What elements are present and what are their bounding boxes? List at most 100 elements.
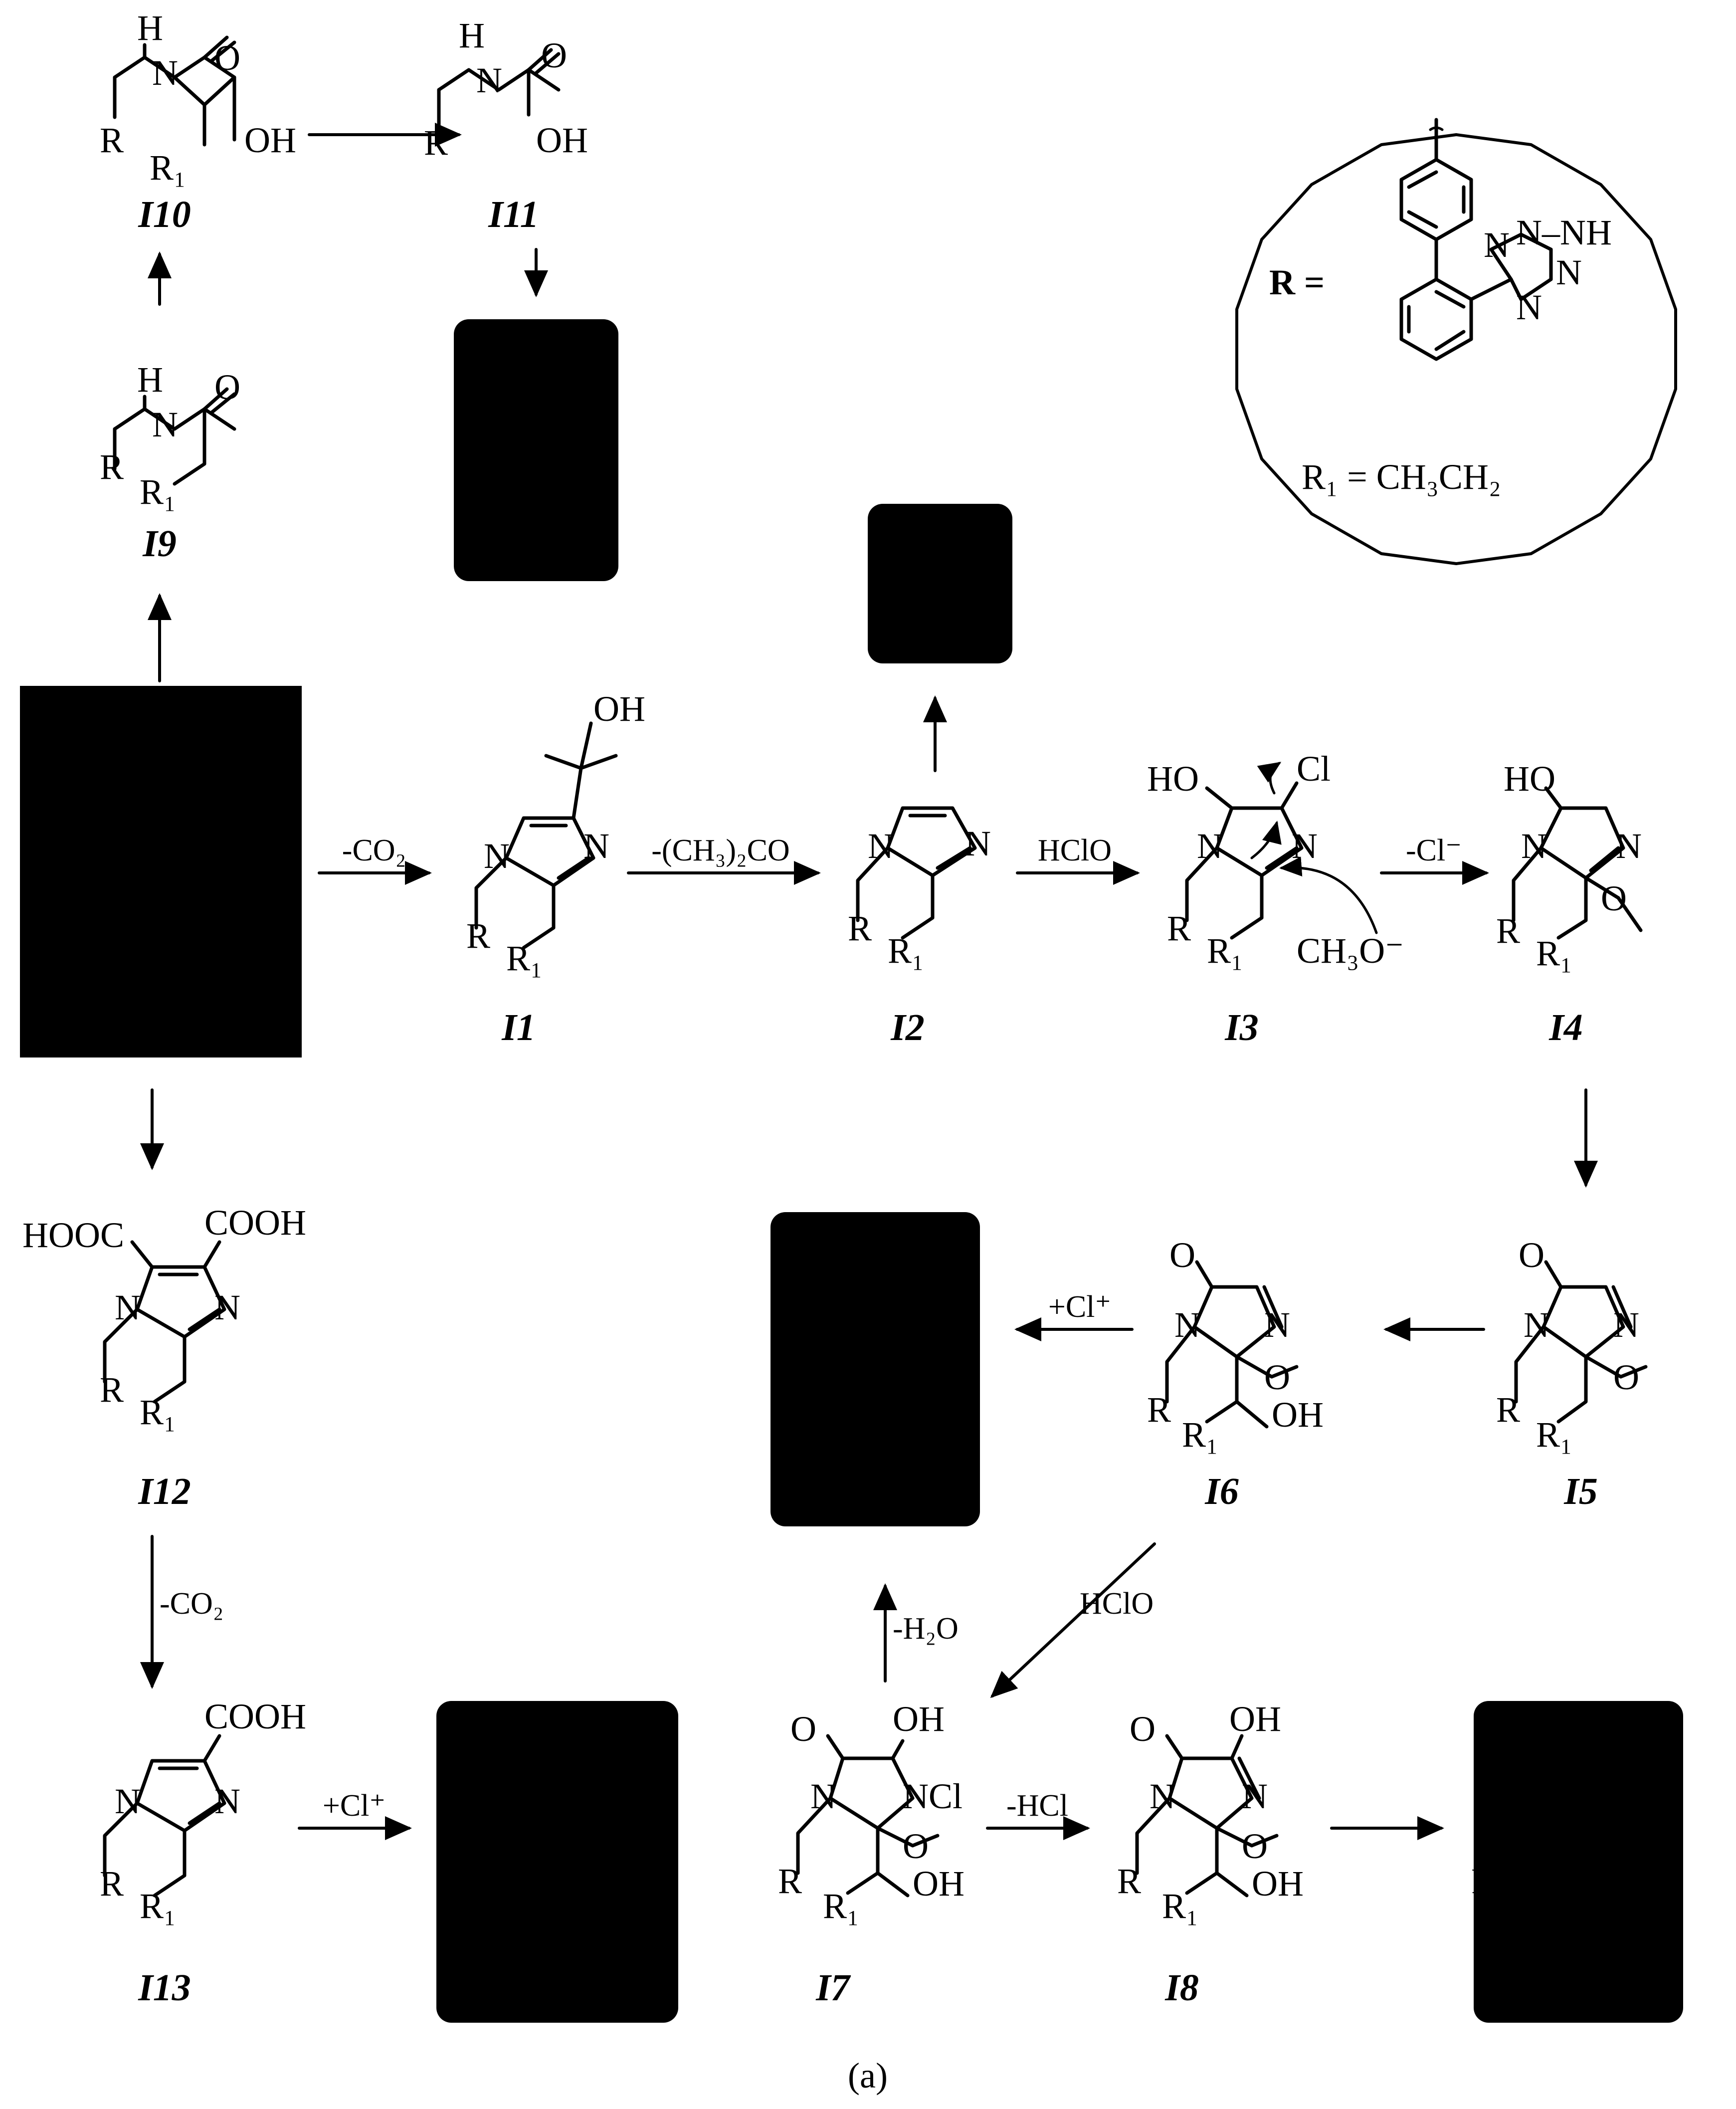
figure-caption: (a) [848, 2056, 888, 2096]
atom-r: R [100, 447, 124, 487]
atom-ch3o: CH₃O⁻ [1297, 931, 1404, 971]
box-DP1 [436, 1701, 678, 2023]
atom-n: N [152, 53, 178, 93]
cond-cl-plus-2: +Cl⁺ [323, 1789, 386, 1823]
atom-n: N [115, 1781, 141, 1821]
compound-DP8: OH N O OH R [461, 327, 605, 487]
legend-r-structure: N N–NH N N [1399, 118, 1612, 361]
atom-n: N [1174, 1305, 1200, 1345]
atom-r: R [778, 1390, 802, 1430]
atom-oh: OH [1606, 1864, 1658, 1903]
compound-DP9: HN N [873, 534, 998, 596]
atom-o: O [790, 1709, 816, 1749]
compound-I13: COOH N N R R₁ [100, 1696, 306, 1926]
atom-n: N [152, 405, 178, 444]
atom-r: R [1496, 1390, 1520, 1430]
label-DP1: DP1 [524, 1967, 593, 2009]
atom-r1: R₁ [140, 1886, 176, 1926]
atom-oh: OH [593, 689, 645, 729]
atom-r: R [100, 1370, 124, 1410]
atom-n: N [484, 836, 510, 876]
box-DP5 [771, 1212, 980, 1526]
atom-r1: R₁ [1536, 933, 1572, 973]
atom-cooh: COOH [204, 1203, 306, 1243]
cond-hcl: -HCl [1006, 1789, 1068, 1823]
atom-n: N [1616, 826, 1642, 866]
compound-I9: H N O R R₁ [100, 360, 240, 512]
atom-n: N [115, 836, 141, 876]
atom-o: O [903, 1357, 929, 1397]
atom-o: O [1130, 1709, 1156, 1749]
atom-hooc: HOOC [22, 1215, 124, 1255]
label-DP8: DP8 [501, 525, 571, 567]
atom-n: N [1504, 1776, 1530, 1816]
cond-cl-plus-1: +Cl⁺ [1048, 1290, 1111, 1324]
atom-r: R [461, 447, 485, 487]
atom-n: N [1150, 1776, 1175, 1816]
compound-I8: O OH N N O R OH R₁ [1117, 1699, 1304, 1926]
atom-oh: OH [893, 1699, 945, 1739]
atom-hooc: HOOC [22, 766, 124, 806]
atom-r1: R₁ [491, 1886, 528, 1926]
atom-oh: OH [536, 120, 588, 160]
label-I8: I8 [1164, 1967, 1199, 2009]
atom-o: O [790, 1235, 816, 1275]
atom-nh: NH [1596, 1776, 1648, 1816]
atom-o: O [1169, 1235, 1195, 1275]
atom-n: N [521, 377, 547, 417]
atom-n: N [476, 60, 502, 100]
label-I1: I1 [501, 1007, 536, 1049]
label-I3: I3 [1224, 1007, 1259, 1049]
compound-I6: O N N O R OH R₁ [1147, 1235, 1324, 1455]
num-21: 21 [244, 819, 272, 849]
label-DP4: DP4 [1543, 1967, 1613, 2009]
atom-n: N [1264, 1305, 1290, 1345]
atom-r1: R₁ [823, 1415, 859, 1455]
cond-acetone: -(CH₃)₂CO [651, 834, 789, 867]
label-I4: I4 [1548, 1007, 1583, 1049]
compound-DP5: O Cl N N O R OH R₁ [778, 1218, 964, 1455]
atom-n: N [1242, 1776, 1268, 1816]
atom-cl: Cl [449, 1709, 483, 1749]
atom-r1: R₁ [506, 938, 543, 978]
atom-r: R [100, 1864, 124, 1903]
compound-I4: HO N N O R R₁ [1496, 759, 1643, 973]
atom-h: H [137, 360, 163, 400]
atom-n: N [810, 1305, 836, 1345]
label-I11: I11 [488, 194, 539, 235]
cond-co2-1: -CO₂ [342, 834, 406, 867]
atom-nh: N–NH [1516, 212, 1612, 252]
compound-I10: H N O OH R R₁ [100, 8, 296, 188]
atom-oh: OH [1272, 1395, 1324, 1435]
atom-n: N [1197, 826, 1223, 866]
cond-hclo-2: HClO [1080, 1587, 1154, 1621]
atom-oh: OH [519, 327, 571, 367]
compound-I1: OH N N R R₁ [466, 689, 645, 978]
atom-oh: OH [237, 689, 289, 729]
atom-n: N [115, 1287, 141, 1327]
atom-oh: OH [1229, 1699, 1281, 1739]
atom-n: N [810, 1776, 836, 1816]
atom-n: N [214, 1287, 240, 1327]
num-23: 23 [120, 814, 148, 844]
atom-r1: R₁ [140, 1392, 176, 1432]
atom-r1: R₁ [1516, 1886, 1552, 1926]
atom-r: R [466, 916, 490, 956]
label-DP5: DP5 [840, 1473, 910, 1515]
atom-n: N [1292, 826, 1318, 866]
atom-ho: HO [1504, 759, 1555, 799]
atom-n: N [903, 1305, 929, 1345]
arrow-I6-I7 [990, 1542, 1156, 1698]
atom-n: N [476, 1781, 502, 1821]
atom-n: N [214, 1781, 240, 1821]
atom-r: R [1471, 1861, 1495, 1901]
atom-o: O [1264, 1357, 1290, 1397]
atom-o: O [1242, 1826, 1268, 1866]
atom-r: R [1167, 908, 1191, 948]
atom-cooh: COOH [564, 1696, 665, 1736]
atom-r1: R₁ [140, 931, 176, 971]
compound-I2: N N R R₁ [848, 806, 991, 971]
atom-r1: R₁ [140, 472, 176, 512]
atom-r: R [424, 123, 448, 163]
